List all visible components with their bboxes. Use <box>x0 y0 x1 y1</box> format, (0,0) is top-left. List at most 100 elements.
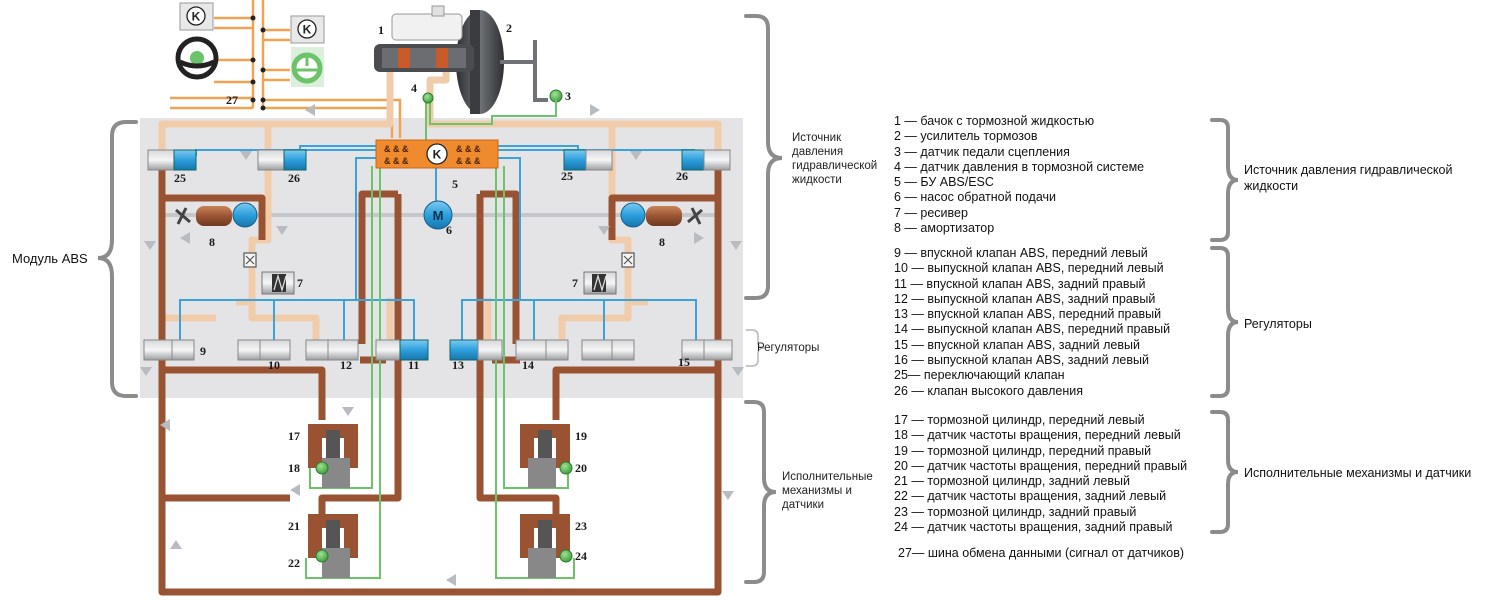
legend-groupname-actuators: Исполнительные механизмы и датчики <box>1244 466 1472 480</box>
label-25-left: 25 <box>174 171 186 185</box>
legend-bus: 27— шина обмена данными (сигнал от датчи… <box>898 546 1185 560</box>
master-cylinder-icon <box>374 44 474 72</box>
legend-group-actuators: 17 — тормозной цилиндр, передний левый 1… <box>894 413 1187 535</box>
component-number-labels: 1 2 3 4 5 6 7 7 8 8 9 10 11 12 13 14 15 … <box>174 21 690 570</box>
yaw-sensor-box-2-icon: K <box>290 15 325 44</box>
legend-item: 10 — выпускной клапан ABS, передний левы… <box>894 261 1164 276</box>
ecu-block-icon: & & & & & & & & & & & & K <box>375 139 499 169</box>
legend-item: 19 — тормозной цилиндр, передний правый <box>894 443 1152 458</box>
label-25-right: 25 <box>561 169 573 183</box>
label-23: 23 <box>575 519 587 533</box>
legend-item: 15 — впускной клапан ABS, задний левый <box>894 337 1140 352</box>
label-6: 6 <box>446 223 452 237</box>
legend-item: 8 — амортизатор <box>894 221 995 236</box>
data-bus-junctions <box>250 15 266 111</box>
label-7-right: 7 <box>572 276 578 290</box>
damper-left-icon <box>175 206 232 226</box>
bracket-legend-actuators <box>1210 410 1239 534</box>
gear-sensor-icon <box>291 47 324 87</box>
svg-text:& & &: & & & <box>384 144 409 154</box>
accumulator-left-icon <box>261 271 295 295</box>
caption-actuators-line-3: датчики <box>782 499 824 511</box>
caption-module-abs: Модуль ABS <box>12 251 88 266</box>
flow-arrows <box>140 104 744 586</box>
legend-item: 26 — клапан высокого давления <box>894 383 1084 398</box>
legend-item: 2 — усилитель тормозов <box>894 129 1038 144</box>
wheel-unit-rear-right-icon <box>520 514 573 578</box>
return-pump-right-icon <box>620 202 646 228</box>
brake-pedal-linkage-icon <box>500 40 548 102</box>
svg-text:& & &: & & & <box>456 156 481 166</box>
legend-item: 24 — датчик частоты вращения, задний пра… <box>894 520 1173 535</box>
label-10: 10 <box>268 358 280 372</box>
brake-booster-icon <box>456 10 504 114</box>
label-27: 27 <box>226 93 238 107</box>
accumulator-right-icon <box>583 271 617 295</box>
legend-item: 16 — выпускной клапан ABS, задний левый <box>894 353 1149 368</box>
label-7-left: 7 <box>297 276 303 290</box>
bracket-regulators-small <box>746 329 765 367</box>
legend-groupname-source-line-1: Источник давления гидравлической <box>1244 163 1453 177</box>
label-20: 20 <box>575 461 587 475</box>
legend-item: 23 — тормозной цилиндр, задний правый <box>894 504 1137 519</box>
legend-item: 9 — впускной клапан ABS, передний левый <box>894 246 1148 260</box>
svg-text:K: K <box>303 23 312 37</box>
yaw-sensor-box-1-icon: K <box>179 2 214 31</box>
label-8-left: 8 <box>209 235 215 249</box>
label-15: 15 <box>678 355 690 369</box>
valves-bottom-row <box>143 339 733 361</box>
legend-item: 21 — тормозной цилиндр, задний левый <box>894 474 1130 489</box>
steering-wheel-sensor-icon <box>175 36 219 80</box>
label-19: 19 <box>575 429 587 443</box>
label-17: 17 <box>288 429 300 443</box>
legend-item: 5 — БУ ABS/ESC <box>894 175 994 190</box>
motor-symbol: M <box>433 208 444 223</box>
wheel-unit-front-left-icon <box>308 424 358 488</box>
label-9: 9 <box>200 344 206 358</box>
legend-item: 3 — датчик педали сцепления <box>894 144 1070 159</box>
label-5: 5 <box>452 177 458 191</box>
caption-regulators: Регуляторы <box>757 342 820 354</box>
label-8-right: 8 <box>659 235 665 249</box>
valves-top-row <box>147 149 731 171</box>
label-24: 24 <box>575 549 587 563</box>
legend-group-regulators: 9 — впускной клапан ABS, передний левый … <box>894 246 1170 399</box>
wheel-unit-rear-left-icon <box>308 514 358 578</box>
pump-motor-icon: M <box>423 200 453 230</box>
legend-group-source: 1 — бачок с тормозной жидкостью 2 — усил… <box>894 114 1144 236</box>
legend-item: 20 — датчик частоты вращения, передний п… <box>894 458 1188 473</box>
check-valves-icon <box>243 252 635 268</box>
label-26-left: 26 <box>288 171 300 185</box>
svg-text:& & &: & & & <box>456 144 481 154</box>
bracket-module-abs <box>97 120 138 398</box>
label-4: 4 <box>411 81 417 95</box>
label-3: 3 <box>565 89 571 103</box>
legend-item: 1 — бачок с тормозной жидкостью <box>894 114 1095 128</box>
label-12: 12 <box>340 358 352 372</box>
svg-text:K: K <box>192 10 201 24</box>
caption-source-line-2: давления <box>792 146 844 158</box>
label-18: 18 <box>288 461 300 475</box>
brackets <box>97 14 1239 584</box>
return-pump-left-icon <box>232 202 258 228</box>
svg-text:& & &: & & & <box>384 156 409 166</box>
caption-source-line-1: Источник <box>792 132 842 144</box>
label-14: 14 <box>522 358 534 372</box>
legend-item: 11 — впускной клапан ABS, задний правый <box>894 276 1146 291</box>
label-22: 22 <box>288 556 300 570</box>
label-2: 2 <box>506 21 512 35</box>
legend-item: 22 — датчик частоты вращения, задний лев… <box>894 489 1167 504</box>
legend-groupname-source: Источник давления гидравлической жидкост… <box>1244 162 1452 194</box>
caption-actuators-line-1: Исполнительные <box>782 471 873 483</box>
caption-source: Источник давления гидравлической жидкост… <box>792 131 877 187</box>
label-13: 13 <box>452 358 464 372</box>
legend-item: 6 — насос обратной подачи <box>894 190 1057 205</box>
legend-item: 17 — тормозной цилиндр, передний левый <box>894 413 1145 427</box>
caption-source-line-3: гидравлической <box>792 160 878 172</box>
bracket-source <box>744 14 783 300</box>
ecu-symbol: K <box>433 148 442 162</box>
caption-actuators-line-2: механизмы и <box>782 485 852 497</box>
legend-item: 18 — датчик частоты вращения, передний л… <box>894 428 1181 443</box>
legend-item: 13 — впускной клапан ABS, передний правы… <box>894 307 1162 322</box>
